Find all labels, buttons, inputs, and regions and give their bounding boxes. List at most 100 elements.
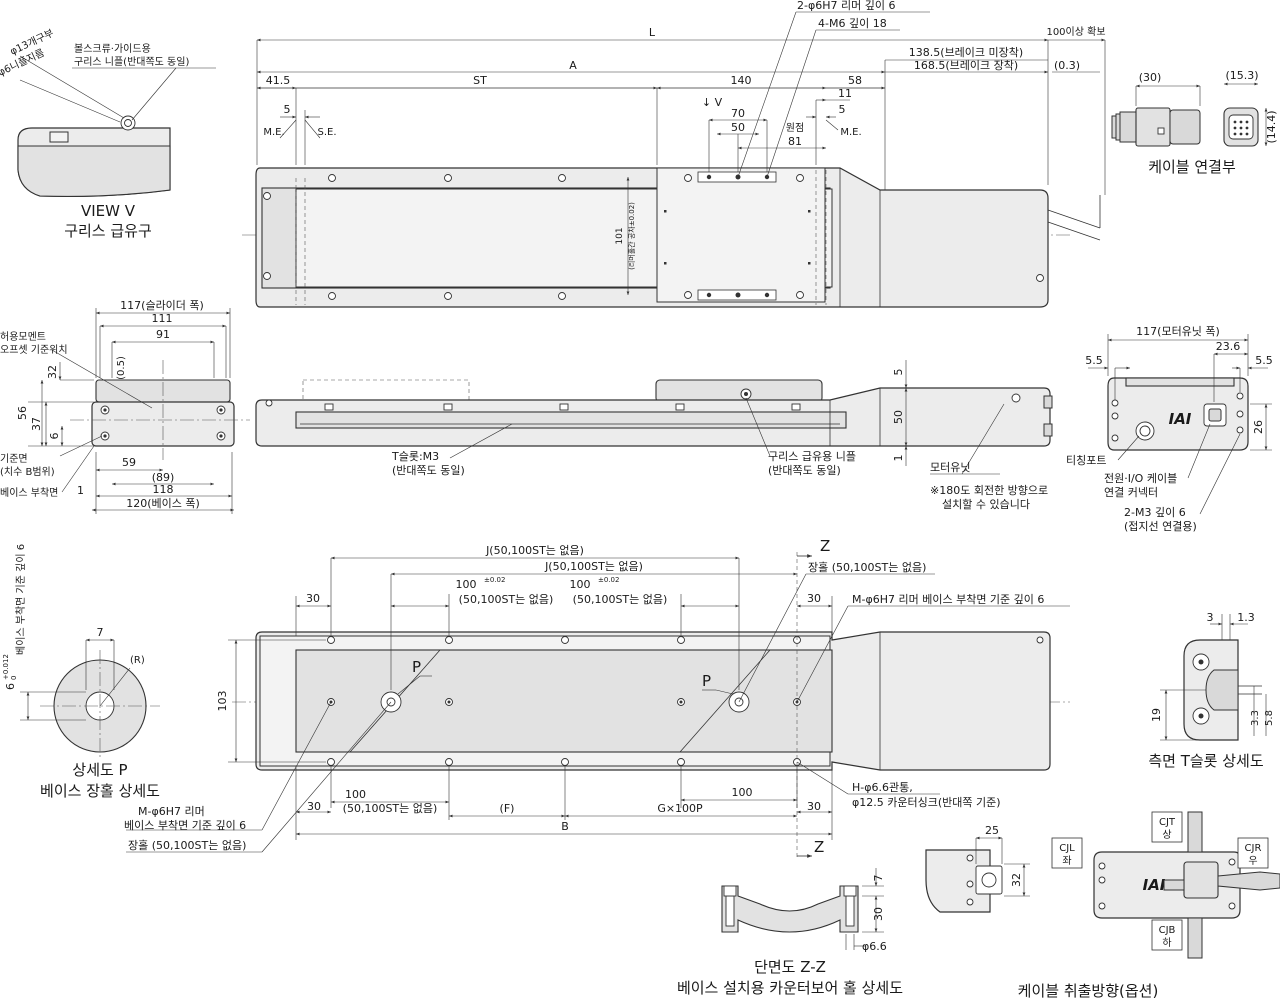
ref-line2: (치수 B범위) <box>0 465 55 478</box>
dim-100c-sub: (50,100ST는 없음) <box>343 802 438 815</box>
m3-note2: (접지선 연결용) <box>1124 520 1197 533</box>
dim-23-6: 23.6 <box>1216 340 1241 353</box>
detail-p-subtitle: 베이스 장홀 상세도 <box>40 782 160 800</box>
me-left: M.E. <box>263 127 284 138</box>
dim-100d: 100 <box>732 786 753 799</box>
zz-phi: φ6.6 <box>862 940 887 953</box>
power-io-2: 연결 커넥터 <box>1104 486 1158 499</box>
tslot-detail: 3 1.3 19 3.3 5.8 측면 T슬롯 상세도 <box>1148 611 1275 770</box>
reamer-note: 2-φ6H7 리머 깊이 6 <box>797 0 895 12</box>
dim-140: 140 <box>731 74 752 87</box>
power-io-1: 전원·I/O 케이블 <box>1104 472 1177 485</box>
dim-6: 6 <box>48 433 61 440</box>
dim-F: (F) <box>500 802 515 815</box>
dim-ST: ST <box>473 74 487 87</box>
dim-59: 59 <box>122 456 136 469</box>
dim-cable-30: (30) <box>1139 71 1162 84</box>
p-right: P <box>702 672 711 690</box>
dim-100a: 100 <box>456 578 477 591</box>
dim-101: 101 <box>615 227 625 244</box>
dim-11: 11 <box>838 87 852 100</box>
dim-100b-tol: ±0.02 <box>598 576 619 584</box>
m3-note1: 2-M3 깊이 6 <box>1124 506 1186 519</box>
slot-note-bottom: 장홀 (50,100ST는 없음) <box>128 839 246 852</box>
dim-B: B <box>561 820 569 833</box>
iai-logo-2: IAI <box>1143 876 1166 894</box>
me-right: M.E. <box>840 127 861 138</box>
dim-58: 58 <box>848 74 862 87</box>
zz-7: 7 <box>872 875 885 882</box>
dim-100a-tol: ±0.02 <box>484 576 505 584</box>
ref-line1: 기준면 <box>0 453 28 465</box>
cjt-sub: 상 <box>1162 829 1171 841</box>
dim-41-5: 41.5 <box>266 74 291 87</box>
dim-101-sub: (리머홀간 공차±0.02) <box>627 202 636 270</box>
slot-note-top: 장홀 (50,100ST는 없음) <box>808 561 926 574</box>
motor-note1: ※180도 회전한 방향으로 <box>930 484 1048 497</box>
moment-line1: 허용모멘트 <box>0 331 46 343</box>
moment-line2: 오프셋 기준위치 <box>0 343 68 356</box>
section-zz: 7 30 φ6.6 단면도 Z-Z 베이스 설치용 카운터보어 홀 상세도 <box>677 868 903 997</box>
view-v: φ13개구부 φ6니플지름 볼스크류·가이드용 구리스 니플(반대쪽도 동일) … <box>0 27 216 240</box>
bottom-holes <box>327 636 1044 766</box>
dim-81: 81 <box>788 135 802 148</box>
detail-p-7: 7 <box>97 626 104 639</box>
dim-A: A <box>569 59 577 72</box>
motor-unit: 모터유닛 <box>930 461 970 474</box>
side-view: T슬롯:M3 (반대쪽도 동일) 구리스 급유용 니플 (반대쪽도 동일) 5 … <box>255 360 1053 511</box>
tslot-5-8: 5.8 <box>1264 710 1275 726</box>
cable-dir-title: 케이블 취출방향(옵션) <box>1018 982 1159 1000</box>
dim-100b-sub: (50,100ST는 없음) <box>573 593 668 606</box>
tslot-3-3: 3.3 <box>1250 710 1261 726</box>
cable-conn-label: 케이블 연결부 <box>1148 158 1236 176</box>
dim-0-5: (0.5) <box>116 356 127 380</box>
cable-direction: IAI CJT 상 CJL 좌 CJR 우 CJB 하 케이블 취출방향(옵션) <box>1018 811 1280 1000</box>
tslot-label: T슬롯:M3 <box>391 450 439 463</box>
cjr-sub: 우 <box>1248 855 1257 867</box>
z-bottom: Z <box>814 838 824 856</box>
detail-p-title: 상세도 P <box>72 761 127 779</box>
cjl-label: CJL <box>1059 843 1075 854</box>
detail-p-R: (R) <box>130 655 145 666</box>
motor-end-view: IAI 117(모터유닛 폭) 23.6 5.5 5.5 26 티칭포트 전원·… <box>1066 325 1273 533</box>
iai-logo: IAI <box>1169 410 1192 428</box>
grease-nipple2: (반대쪽도 동일) <box>768 463 841 477</box>
detail-p-tol: +0.012 <box>2 654 10 680</box>
m6-note: 4-M6 깊이 18 <box>818 17 887 30</box>
cjr-label: CJR <box>1245 843 1262 854</box>
dim-L: L <box>649 26 656 39</box>
dim-G: G×100P <box>657 802 703 815</box>
side-dim-5: 5 <box>892 369 905 376</box>
view-v-arrow: ↓ V <box>702 96 723 109</box>
detail-p: 7 (R) 6 +0.012 0 베이스 부착면 기준 깊이 6 상세도 P 베… <box>2 544 160 800</box>
dim-37: 37 <box>30 417 43 431</box>
brake-none: 138.5(브레이크 미장착) <box>909 46 1023 59</box>
dim-56: 56 <box>16 406 29 420</box>
cjb-sub: 하 <box>1162 936 1171 949</box>
dim-cable-14-4: (14.4) <box>1265 110 1278 143</box>
detail-p-tol0: 0 <box>10 676 18 680</box>
min-100: 100이상 확보 <box>1046 26 1105 38</box>
zz-title: 단면도 Z-Z <box>754 958 826 976</box>
dim-100c: 100 <box>345 788 366 801</box>
dim-100b: 100 <box>570 578 591 591</box>
h-note1: H-φ6.6관통, <box>852 781 913 794</box>
nipple-line1: 볼스크류·가이드용 <box>74 43 151 55</box>
detail-p-6: 6 <box>4 683 17 690</box>
cable-strain-relief <box>1111 113 1121 141</box>
top-view: 101 (리머홀간 공차±0.02) L A 138.5(브레이크 미장착) 1… <box>242 0 1106 308</box>
dim-89: (89) <box>152 471 175 484</box>
cjt-label: CJT <box>1159 817 1176 828</box>
brake-with: 168.5(브레이크 장착) <box>914 59 1018 72</box>
detail-p-vert: 베이스 부착면 기준 깊이 6 <box>15 544 27 655</box>
conn-25: 25 <box>985 824 999 837</box>
view-v-subtitle: 구리스 급유구 <box>64 222 152 240</box>
tslot-3: 3 <box>1207 611 1214 624</box>
tslot-19: 19 <box>1150 708 1163 722</box>
conn-32: 32 <box>1010 873 1023 887</box>
m-note2: 베이스 부착면 기준 깊이 6 <box>124 819 246 832</box>
teaching-port: 티칭포트 <box>1066 454 1106 467</box>
tslot-1-3: 1.3 <box>1237 611 1255 624</box>
dim-26: 26 <box>1252 420 1265 434</box>
